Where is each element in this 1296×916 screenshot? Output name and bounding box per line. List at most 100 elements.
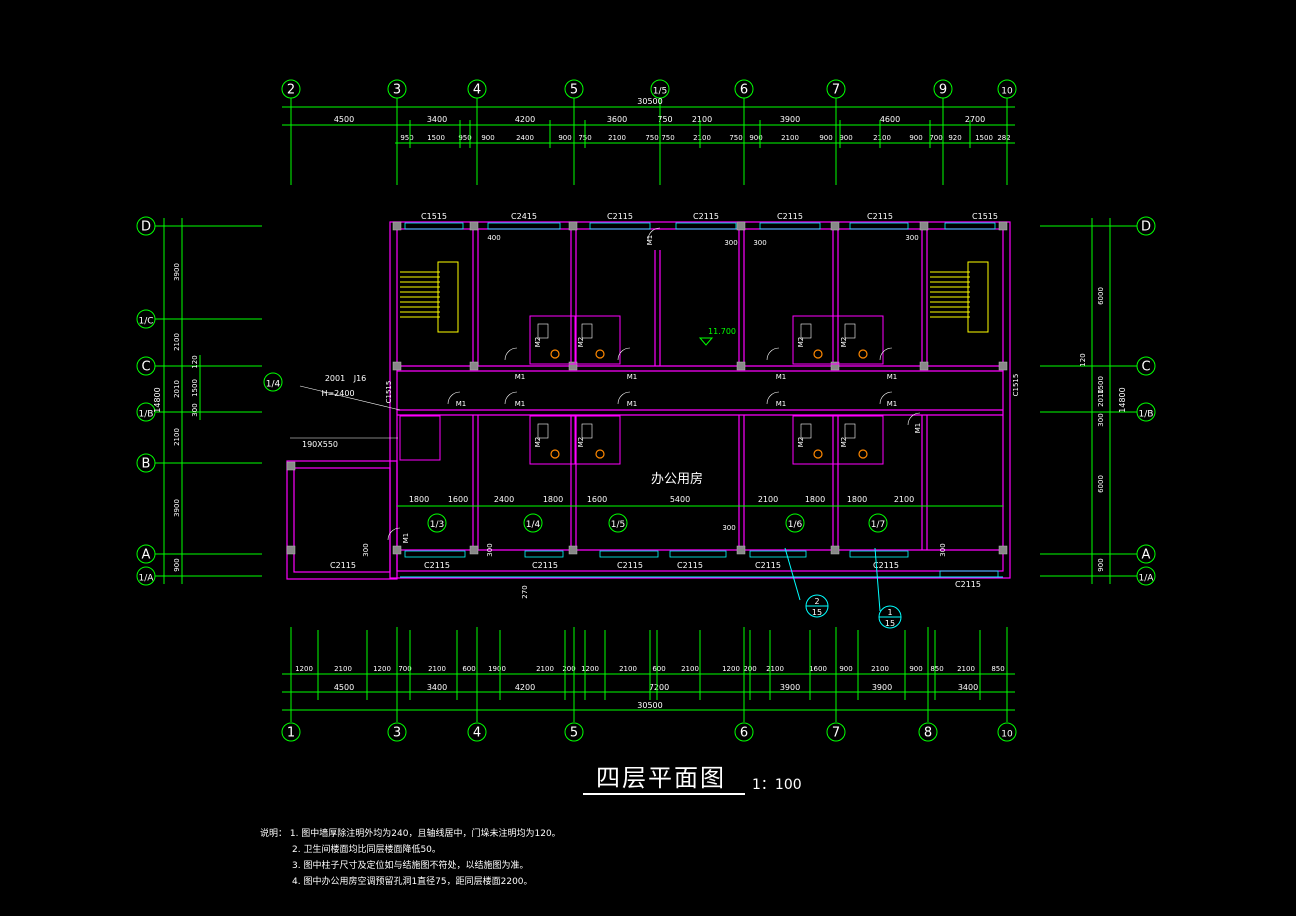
axis-bottom-1-label: 1 bbox=[287, 726, 295, 741]
misc-label: 400 bbox=[487, 234, 500, 242]
dim-top-row2: 1500 bbox=[427, 134, 445, 142]
dim-top-row1: 750 bbox=[657, 115, 672, 124]
elevation-mark bbox=[698, 337, 714, 346]
window-label: C2115 bbox=[330, 561, 356, 570]
detail-number: 1 bbox=[887, 608, 892, 617]
detail-sheet: 15 bbox=[812, 608, 822, 617]
window-label: C2115 bbox=[617, 561, 643, 570]
axis-top-9-label: 9 bbox=[939, 83, 947, 98]
column bbox=[998, 361, 1008, 371]
dim-top-row2: 2100 bbox=[693, 134, 711, 142]
dim-bottom-row1: 2100 bbox=[766, 665, 784, 673]
dim-bottom-row2: 3400 bbox=[958, 683, 978, 692]
column bbox=[830, 361, 840, 371]
dim-top-row1: 4500 bbox=[334, 115, 354, 124]
window bbox=[675, 222, 737, 230]
window-label: C2115 bbox=[755, 561, 781, 570]
door-label: M1 bbox=[914, 423, 922, 434]
window bbox=[487, 222, 561, 230]
dim-top-row2: 950 bbox=[458, 134, 471, 142]
dim-bottom-row2: 4500 bbox=[334, 683, 354, 692]
column bbox=[830, 545, 840, 555]
misc-label: 190X550 bbox=[302, 440, 338, 449]
toilet-fixture bbox=[858, 449, 868, 459]
column bbox=[469, 545, 479, 555]
window bbox=[404, 222, 464, 230]
misc-label: 300 bbox=[724, 239, 737, 247]
toilet-label: M2 bbox=[577, 437, 585, 448]
stair-left-rail bbox=[437, 261, 459, 333]
dim-bottom-row1: 2100 bbox=[428, 665, 446, 673]
dim-interior: 1800 bbox=[847, 495, 867, 504]
misc-label: 2001 bbox=[325, 374, 345, 383]
dim-bottom-row1: 850 bbox=[991, 665, 1004, 673]
dim-bottom-row1: 1600 bbox=[809, 665, 827, 673]
door-label: M1 bbox=[776, 400, 787, 408]
axis-top-6-label: 6 bbox=[740, 83, 748, 98]
column bbox=[830, 221, 840, 231]
dim-bottom-row2: 3400 bbox=[427, 683, 447, 692]
toilet-door bbox=[800, 423, 812, 439]
door-swing bbox=[766, 347, 780, 361]
dim-right-inner: 6000 bbox=[1097, 475, 1105, 493]
dim-left-inner: 2010 bbox=[173, 380, 181, 398]
window bbox=[849, 222, 909, 230]
dim-bottom-total: 30500 bbox=[637, 701, 662, 710]
exterior-wall bbox=[389, 221, 1011, 579]
dim-right-outer: 14800 bbox=[1118, 387, 1127, 412]
toilet-fixture bbox=[595, 449, 605, 459]
axis-corridor-label: 1/4 bbox=[526, 520, 541, 530]
dim-left-small: 120 bbox=[191, 355, 199, 368]
column bbox=[286, 545, 296, 555]
toilet-label: M2 bbox=[797, 437, 805, 448]
window-label: C1515 bbox=[1012, 374, 1020, 397]
dim-left-outer: 14800 bbox=[153, 387, 162, 412]
dim-interior: 1600 bbox=[448, 495, 468, 504]
axis-top-2-label: 2 bbox=[287, 83, 295, 98]
dim-left-inner: 900 bbox=[173, 558, 181, 571]
window bbox=[749, 550, 807, 558]
dim-right-inner: 300 bbox=[1097, 413, 1105, 426]
dim-top-row1: 4200 bbox=[515, 115, 535, 124]
toilet-fixture bbox=[550, 349, 560, 359]
window bbox=[404, 550, 466, 558]
misc-label: J16 bbox=[353, 374, 367, 383]
dim-top-row1: 3400 bbox=[427, 115, 447, 124]
toilet-fixture bbox=[550, 449, 560, 459]
column bbox=[998, 545, 1008, 555]
column bbox=[568, 221, 578, 231]
window-label: C2115 bbox=[693, 212, 719, 221]
toilet-label: M2 bbox=[797, 337, 805, 348]
dim-bottom-row2: 3900 bbox=[872, 683, 892, 692]
dim-bottom-row1: 900 bbox=[909, 665, 922, 673]
window-label: C2115 bbox=[424, 561, 450, 570]
door-swing bbox=[766, 391, 780, 405]
axis-top-10-label: 10 bbox=[1001, 87, 1013, 97]
dim-top-row2: 2100 bbox=[608, 134, 626, 142]
column bbox=[736, 361, 746, 371]
dim-interior: 1800 bbox=[409, 495, 429, 504]
dim-bottom-row1: 2100 bbox=[871, 665, 889, 673]
misc-label: 270 bbox=[521, 585, 529, 598]
dim-top-row2: 750 bbox=[645, 134, 658, 142]
toilet-fixture bbox=[813, 349, 823, 359]
exterior-wall-inner bbox=[396, 228, 1004, 572]
window bbox=[759, 222, 821, 230]
dim-left-inner: 2100 bbox=[173, 333, 181, 351]
toilet-block-small bbox=[399, 415, 441, 461]
misc-label: 300 bbox=[905, 234, 918, 242]
window bbox=[524, 550, 564, 558]
toilet-label: M2 bbox=[840, 437, 848, 448]
axis-corridor-label: 1/5 bbox=[611, 520, 625, 530]
axis-right-A-label: A bbox=[1142, 548, 1151, 563]
dim-top-row2: 750 bbox=[661, 134, 674, 142]
window bbox=[944, 222, 996, 230]
stair-right-rail bbox=[967, 261, 989, 333]
annex-wall bbox=[286, 460, 398, 580]
axis-top-4-label: 4 bbox=[473, 83, 481, 98]
misc-label: 300 bbox=[939, 543, 947, 556]
toilet-door bbox=[844, 423, 856, 439]
axis-right-C-label: C bbox=[1141, 360, 1150, 375]
misc-label: 300 bbox=[362, 543, 370, 556]
dim-bottom-row1: 1200 bbox=[373, 665, 391, 673]
